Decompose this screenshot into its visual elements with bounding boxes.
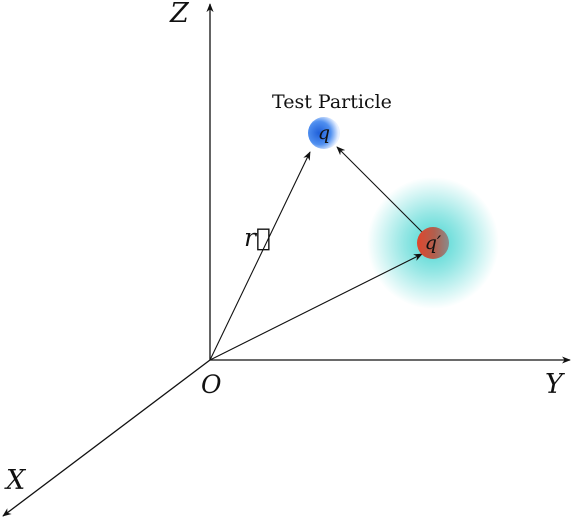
r-prime-vector [209, 253, 423, 361]
x-axis-label: X [4, 465, 27, 496]
separation-vector [336, 146, 423, 233]
test-particle [308, 117, 340, 149]
source-particle-symbol: q′ [425, 232, 442, 254]
y-axis-label: Y [545, 369, 565, 400]
x-axis [2, 359, 211, 517]
source-particle [417, 227, 449, 259]
r-vector [209, 151, 311, 361]
origin-label: O [201, 370, 222, 399]
r-vector-label: r⃗ [244, 223, 271, 252]
z-axis-label: Z [169, 0, 190, 29]
test-particle-symbol: q [318, 122, 330, 144]
test-particle-caption: Test Particle [272, 91, 392, 113]
